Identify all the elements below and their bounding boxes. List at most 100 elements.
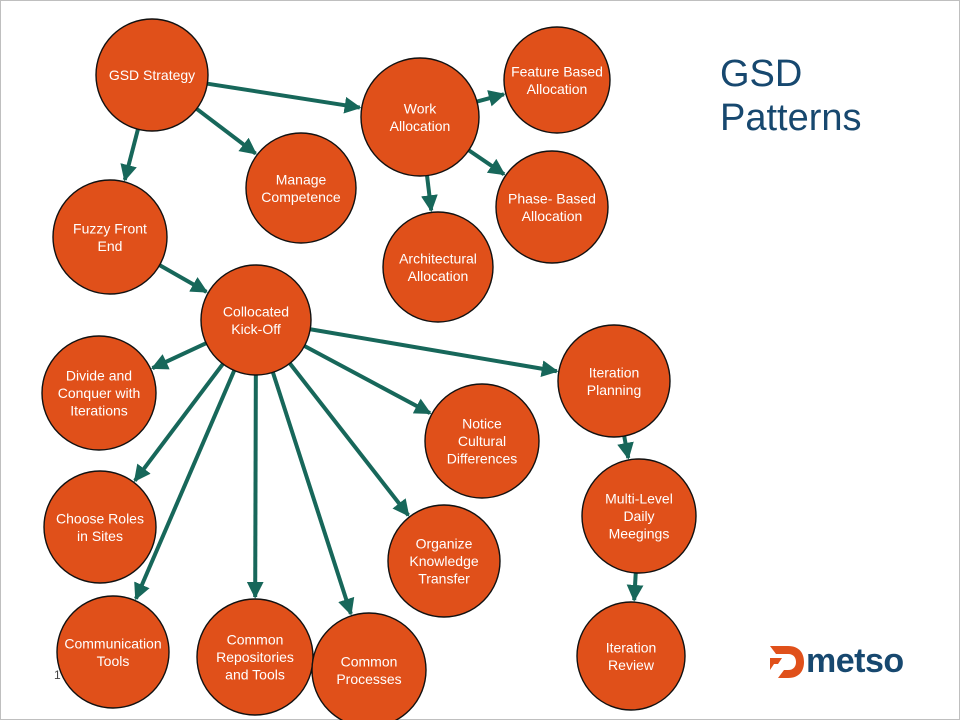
metso-logo: metso [768, 642, 928, 690]
node-circle [56, 595, 170, 709]
node-label: Collocated [223, 303, 289, 319]
node-label: Planning [587, 382, 642, 398]
node-choose-roles-in-sites: Choose Roles in Sites [43, 470, 157, 584]
page-title-line-2: Patterns [720, 97, 862, 139]
node-label: Competence [261, 189, 341, 205]
node-label: Transfer [418, 571, 470, 587]
node-label: Common [341, 653, 398, 669]
arrow-work-allocation-to-phase-based-allocation [467, 148, 506, 176]
node-label: Knowledge [409, 553, 478, 569]
metso-logo-mark-icon [770, 646, 804, 678]
node-label: Iteration [606, 639, 657, 655]
node-label: Daily [623, 508, 654, 524]
node-circle [95, 18, 209, 132]
node-circle [41, 335, 157, 451]
node-label: Allocation [408, 268, 469, 284]
arrow-collocated-kick-off-to-divide-and-conquer [150, 341, 207, 370]
node-label: in Sites [77, 528, 123, 544]
node-label: Iterations [70, 403, 128, 419]
node-label: Allocation [527, 81, 588, 97]
page-title: GSD Patterns [720, 52, 862, 140]
arrow-collocated-kick-off-to-common-repositories-and-tools [246, 374, 264, 599]
node-label: Communication [64, 635, 161, 651]
node-circle [311, 612, 427, 720]
node-label: Manage [276, 171, 327, 187]
node-circle [245, 132, 357, 244]
node-label: Differences [447, 451, 518, 467]
page-title-line-1: GSD [720, 53, 803, 95]
node-label: Common [227, 632, 284, 648]
node-label: Meegings [609, 526, 670, 542]
node-circle [424, 383, 540, 499]
metso-logo-text: metso [806, 642, 904, 680]
arrow-collocated-kick-off-to-choose-roles-in-sites [133, 362, 225, 483]
node-label: Organize [416, 536, 473, 552]
node-circle [495, 150, 609, 264]
node-label: Choose Roles [56, 510, 144, 526]
node-label: Cultural [458, 433, 506, 449]
node-label: Kick-Off [231, 321, 281, 337]
node-circle [360, 57, 480, 177]
node-label: GSD Strategy [109, 67, 195, 83]
node-label: Iteration [589, 364, 640, 380]
arrow-fuzzy-front-end-to-collocated-kick-off [158, 263, 208, 294]
node-label: Multi-Level [605, 491, 673, 507]
node-label: Conquer with [58, 385, 141, 401]
node-circle [503, 26, 611, 134]
node-label: and Tools [225, 667, 285, 683]
arrow-work-allocation-to-feature-based-allocation [476, 90, 506, 107]
node-label: Review [608, 657, 655, 673]
node-circle [557, 324, 671, 438]
node-circle [52, 179, 168, 295]
node-circle [581, 458, 697, 574]
node-label: Allocation [522, 208, 583, 224]
arrow-collocated-kick-off-to-common-processes [270, 371, 355, 616]
arrow-iteration-planning-to-multi-level-daily-meetings [617, 435, 634, 460]
node-label: Architectural [399, 250, 477, 266]
node-circle [387, 504, 501, 618]
node-label: Processes [336, 671, 401, 687]
node-label: Divide and [66, 368, 132, 384]
node-circle [576, 601, 686, 711]
node-gsd-strategy: GSD Strategy [95, 18, 209, 132]
page-number: 1 [54, 668, 61, 682]
node-label: Fuzzy Front [73, 220, 147, 236]
node-label: End [98, 238, 123, 254]
node-circle [43, 470, 157, 584]
arrow-gsd-strategy-to-manage-competence [195, 107, 257, 156]
arrow-gsd-strategy-to-work-allocation [207, 81, 362, 114]
node-label: Feature Based [511, 63, 603, 79]
node-label: Allocation [390, 118, 451, 134]
node-label: Tools [97, 653, 130, 669]
node-label: Phase- Based [508, 190, 596, 206]
node-label: Work [404, 100, 437, 116]
edges-layer [120, 81, 644, 616]
arrow-work-allocation-to-architectural-allocation [421, 175, 438, 213]
arrow-collocated-kick-off-to-iteration-planning [309, 327, 559, 377]
node-circle [200, 264, 312, 376]
node-circle [382, 211, 494, 323]
arrow-collocated-kick-off-to-organize-knowledge-transfer [288, 362, 410, 517]
arrow-multi-level-daily-meetings-to-iteration-review [626, 572, 644, 602]
arrow-gsd-strategy-to-fuzzy-front-end [120, 128, 140, 182]
arrow-collocated-kick-off-to-communication-tools [134, 369, 237, 601]
arrow-collocated-kick-off-to-notice-cultural-differences [303, 344, 432, 415]
